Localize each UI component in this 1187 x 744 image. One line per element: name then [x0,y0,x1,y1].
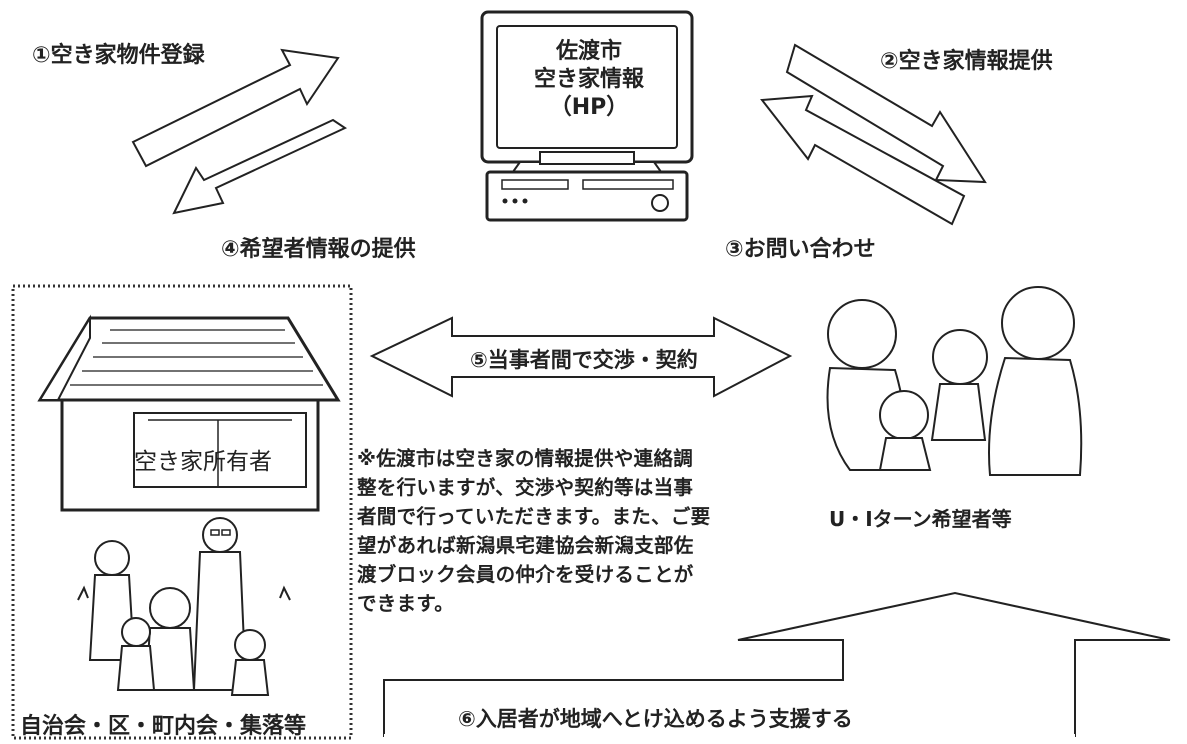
label-register: ①空き家物件登録 [32,43,205,68]
arrow-negotiation [369,316,793,398]
note-text: ※佐渡市は空き家の情報提供や連絡調 整を行いますが、交渉や契約等は当事 者間で行… [357,444,777,618]
label-support: ⑥入居者が地域へとけ込めるよう支援する [458,707,853,731]
arrow-inquiry [760,94,966,226]
hp-line1: 佐渡市 [555,39,622,64]
hp-title: 佐渡市 空き家情報 （HP） [505,38,673,122]
note-line: 渡ブロック会員の仲介を受けることが [357,563,694,586]
arrow-support [383,591,1171,737]
hp-line2: 空き家情報 [533,67,644,92]
label-negotiation: ⑤当事者間で交渉・契約 [470,348,698,372]
computer-icon [480,10,694,222]
note-line: 整を行いますが、交渉や契約等は当事 [357,476,694,499]
note-line: 者間で行っていただきます。また、ご要 [357,505,711,528]
community-label: 自治会・区・町内会・集落等 [20,714,307,739]
note-line: ※佐渡市は空き家の情報提供や連絡調 [357,447,694,470]
label-provide-applicant-info: ④希望者情報の提供 [221,237,416,262]
community-family-illustration [77,517,291,696]
note-line: 望があれば新潟県宅建協会新潟支部佐 [357,534,694,557]
arrow-register [131,48,340,168]
arrow-provide-info [785,43,987,184]
hp-line3: （HP） [549,95,629,120]
applicant-label: U・Iターン希望者等 [829,507,1012,531]
house-icon [37,314,341,512]
label-provide-info: ②空き家情報提供 [880,49,1053,74]
applicant-family-illustration [826,286,1083,476]
note-line: できます。 [357,592,455,615]
arrow-provide-applicant-info [172,118,348,215]
label-inquiry: ③お問い合わせ [725,237,876,262]
owner-label: 空き家所有者 [134,449,272,475]
